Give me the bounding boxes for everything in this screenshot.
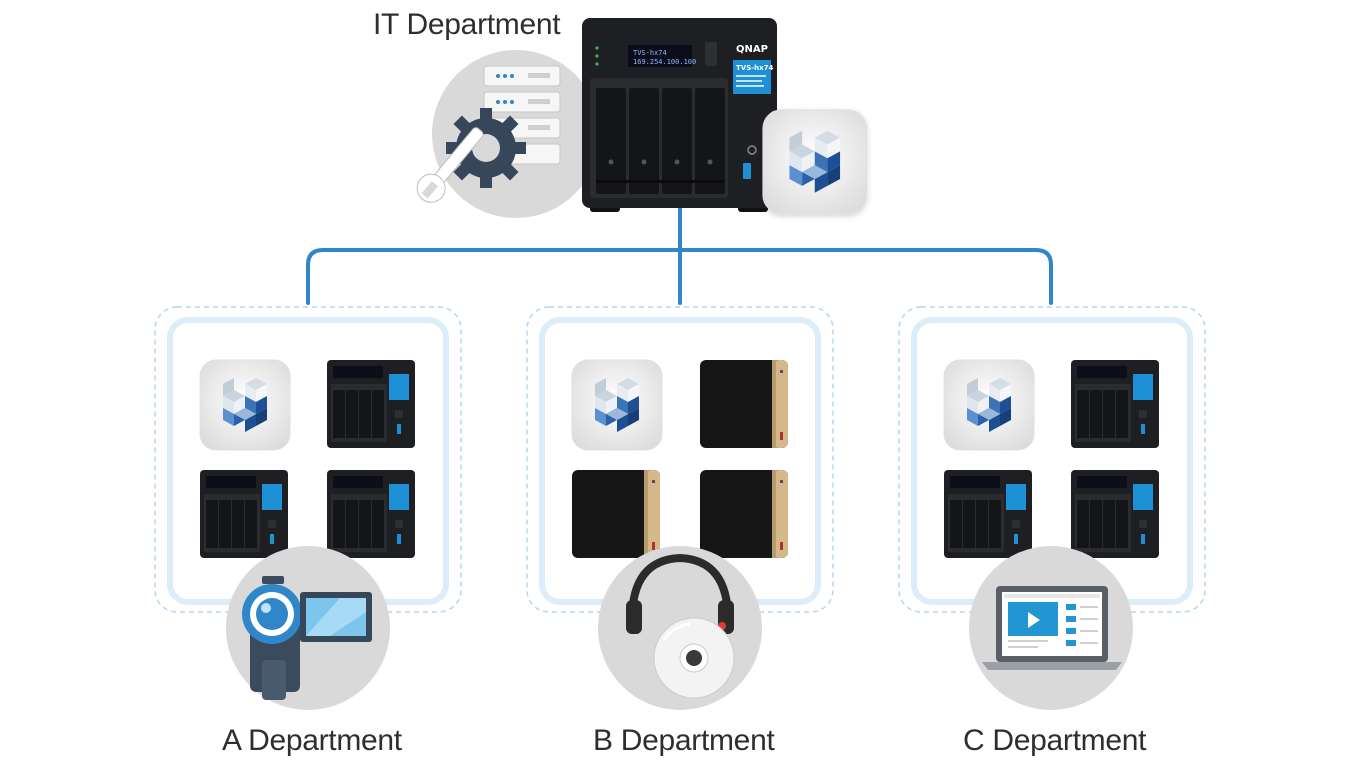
svg-text:169.254.100.100: 169.254.100.100 [633, 58, 696, 66]
nas-device [327, 470, 415, 558]
svg-text:TVS-hx74: TVS-hx74 [633, 49, 667, 57]
connector-lines [306, 203, 1053, 305]
laptop-video-icon [969, 546, 1133, 710]
svg-text:TVS-hx74: TVS-hx74 [736, 64, 774, 72]
storage-cube-app-icon [199, 359, 291, 451]
it-department-title: IT Department [373, 8, 561, 41]
nas-device [200, 470, 288, 558]
storage-cube-app-icon [943, 359, 1035, 451]
storage-cube-app-icon [762, 109, 868, 215]
nas-device [572, 470, 660, 558]
server-gear-icon [416, 50, 600, 218]
c-department-title: C Department [963, 724, 1147, 757]
svg-text:QNAP: QNAP [736, 44, 768, 55]
video-camera-icon [226, 546, 390, 710]
it-nas-device: TVS-hx74 169.254.100.100 QNAP TVS-hx74 [582, 18, 777, 212]
nas-device [327, 360, 415, 448]
a-department-title: A Department [222, 724, 402, 757]
storage-cube-app-icon [571, 359, 663, 451]
b-department-title: B Department [593, 724, 775, 757]
nas-device [700, 470, 788, 558]
nas-device [1071, 470, 1159, 558]
nas-device [944, 470, 1032, 558]
nas-device [700, 360, 788, 448]
nas-device [1071, 360, 1159, 448]
headphones-disc-icon [598, 546, 762, 710]
